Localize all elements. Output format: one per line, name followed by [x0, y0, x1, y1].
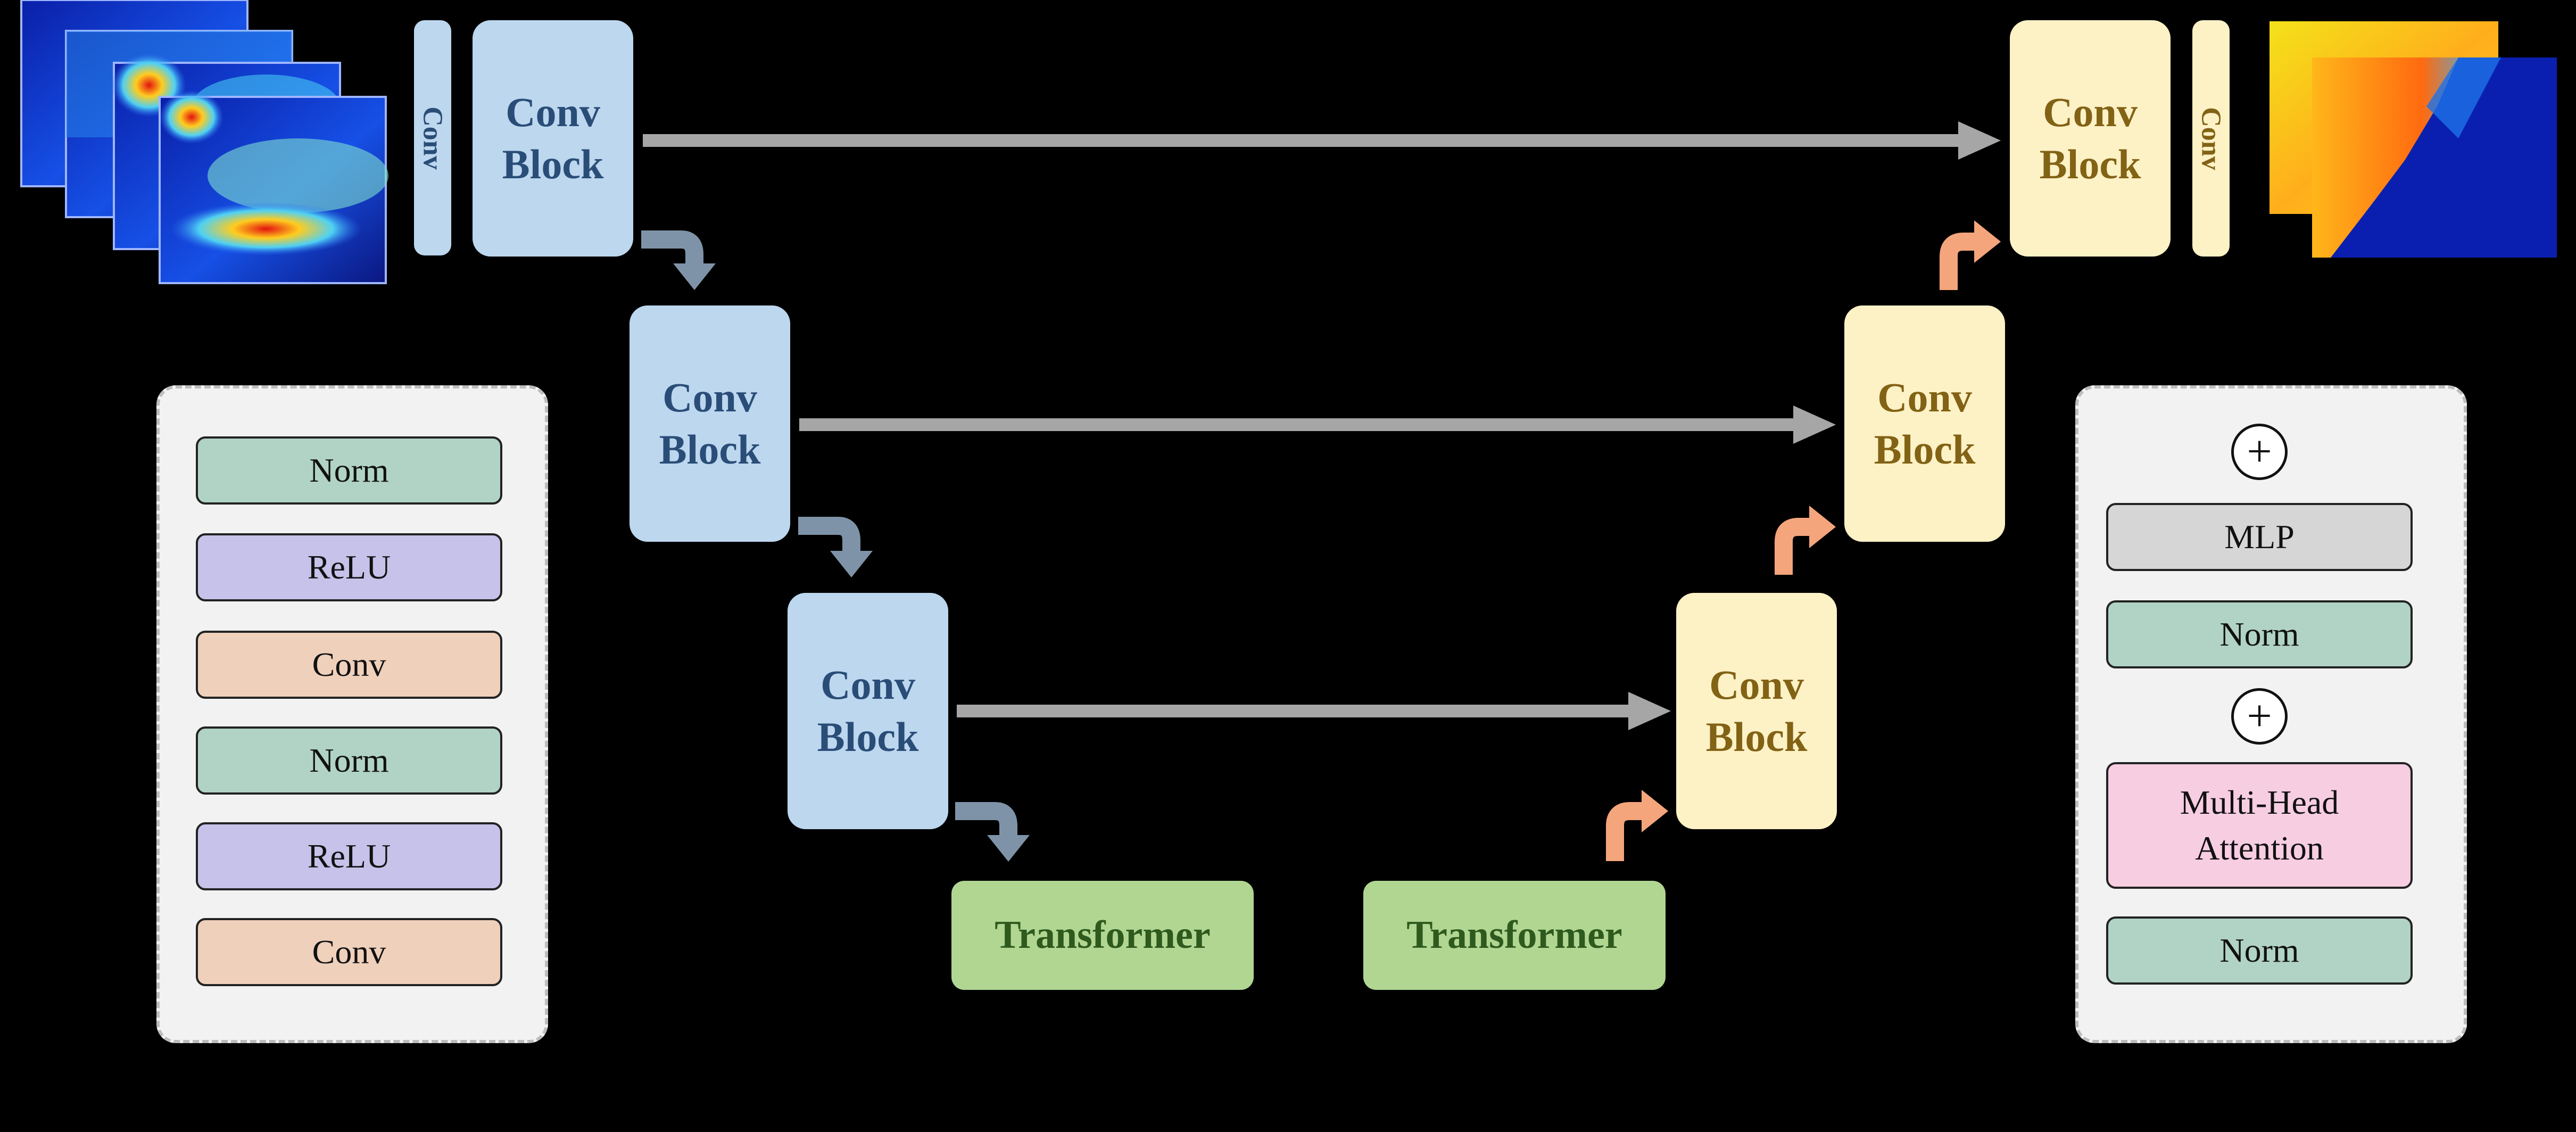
- upsample-arrows: [1606, 220, 2001, 861]
- conv-detail-layer-5: ReLU: [196, 533, 502, 601]
- up-arrow-2: [1775, 518, 1812, 575]
- conv-detail-layer-2: ReLU: [196, 822, 502, 890]
- up-arrow-3: [1940, 233, 1977, 290]
- decoder-conv-block-3: Conv Block: [1676, 593, 1837, 829]
- encoder-conv-block-1: Conv Block: [473, 20, 633, 257]
- decoder-transformer: Transformer: [1363, 881, 1666, 990]
- encoder-conv-block-2: Conv Block: [629, 305, 790, 542]
- down-arrow-2: [798, 517, 860, 553]
- skip-connections: [643, 121, 2001, 730]
- encoder-conv-block-3: Conv Block: [788, 593, 948, 829]
- residual-add-top: +: [2231, 424, 2288, 480]
- downsample-arrows: [641, 230, 1030, 862]
- conv-detail-layer-4: Conv: [196, 631, 502, 699]
- decoder-conv-block-2: Conv Block: [1844, 305, 2005, 542]
- up-arrow-1: [1606, 802, 1644, 861]
- conv-detail-layer-3: Norm: [196, 726, 502, 795]
- transformer-mlp: MLP: [2106, 503, 2413, 571]
- encoder-stem-conv: Conv: [414, 20, 451, 255]
- encoder-transformer: Transformer: [951, 881, 1254, 990]
- decoder-conv-block-1: Conv Block: [2010, 20, 2171, 257]
- down-arrow-1: [641, 230, 703, 266]
- transformer-multi-head-attention: Multi-Head Attention: [2106, 762, 2413, 889]
- transformer-norm-top: Norm: [2106, 600, 2413, 668]
- transformer-norm-bottom: Norm: [2106, 916, 2413, 985]
- decoder-head-conv: Conv: [2192, 20, 2230, 257]
- output-heatmap-stack: [2269, 21, 2557, 258]
- down-arrow-3: [955, 802, 1017, 838]
- encoder-stem-conv-label: Conv: [417, 106, 448, 170]
- conv-detail-layer-6: Norm: [196, 436, 502, 505]
- conv-detail-layer-1: Conv: [196, 918, 502, 986]
- decoder-head-conv-label: Conv: [2196, 106, 2226, 170]
- input-heatmap-stack: [20, 0, 388, 284]
- residual-add-bottom: +: [2231, 688, 2288, 745]
